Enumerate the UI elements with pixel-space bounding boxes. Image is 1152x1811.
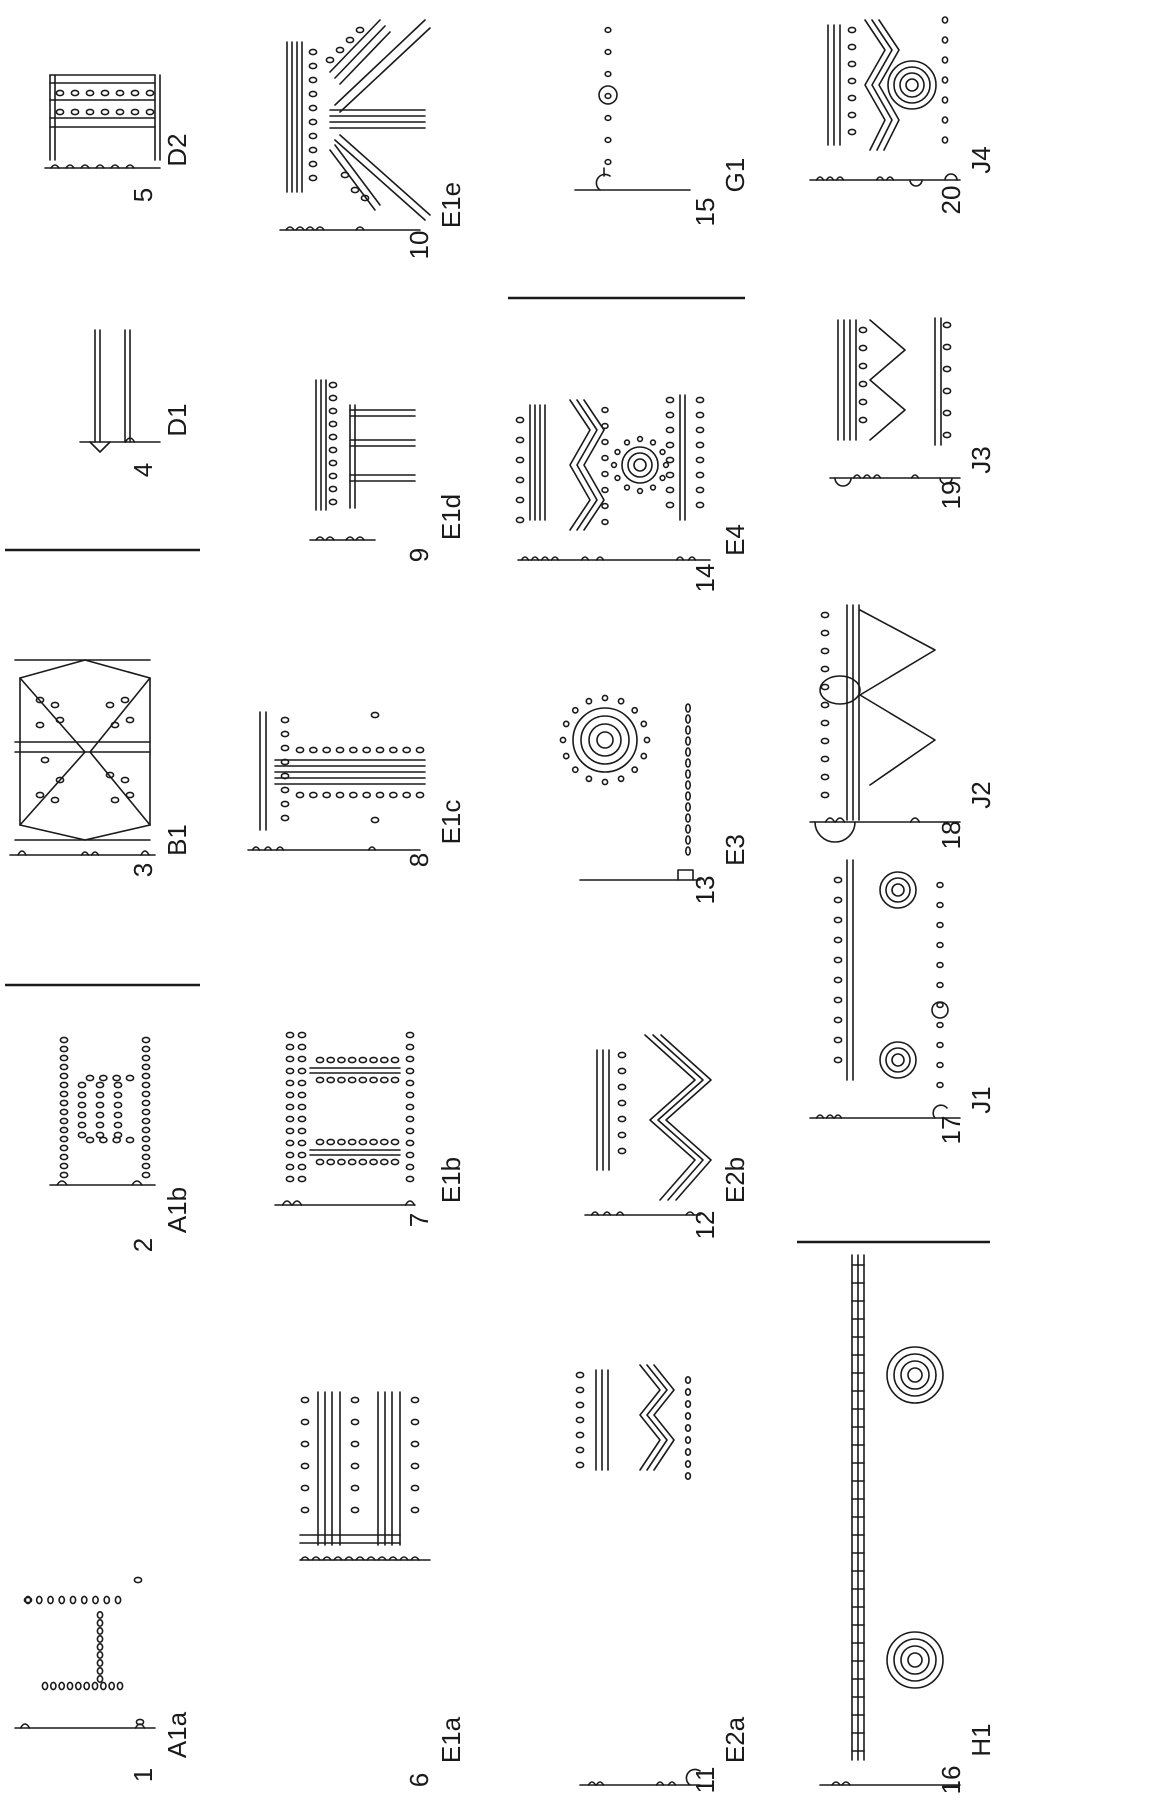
motif-e1e — [280, 20, 430, 230]
motif-e1a — [300, 1392, 430, 1560]
panel-number: 10 — [404, 231, 434, 260]
panel-code: B1 — [162, 824, 192, 856]
panel-code: E1a — [436, 1716, 466, 1763]
motif-e1b — [275, 1032, 415, 1205]
motif-e2a — [576, 1365, 700, 1785]
motif-b1 — [10, 660, 155, 855]
panel-number: 13 — [690, 876, 720, 905]
panel-number: 17 — [936, 1116, 966, 1145]
motif-g1 — [575, 28, 690, 190]
panel-code: J4 — [966, 146, 996, 173]
motif-j1 — [810, 860, 960, 1118]
panel-number: 6 — [404, 1773, 434, 1787]
separator-lines — [5, 298, 990, 1242]
panel-number: 4 — [128, 463, 158, 477]
panel-number: 19 — [936, 481, 966, 510]
panel-code: E1b — [436, 1157, 466, 1203]
panel-code: A1a — [162, 1711, 192, 1758]
panel-number: 5 — [128, 188, 158, 202]
panel-code: D2 — [162, 133, 192, 166]
panel-number: 9 — [404, 548, 434, 562]
panel-code: E2b — [720, 1157, 750, 1203]
panel-number: 12 — [690, 1211, 720, 1240]
panel-code: E3 — [720, 834, 750, 866]
panel-number: 11 — [690, 1767, 720, 1794]
panel-number: 18 — [936, 821, 966, 850]
panel-code: E2a — [720, 1716, 750, 1763]
panel-code: E4 — [720, 524, 750, 556]
motif-j3 — [830, 318, 960, 486]
panel-number: 15 — [690, 198, 720, 227]
panel-code: J3 — [966, 446, 996, 473]
panel-code: H1 — [966, 1723, 996, 1756]
motif-e1d — [310, 380, 415, 540]
motif-j2 — [810, 605, 960, 842]
panel-number: 16 — [936, 1766, 966, 1795]
motif-e4 — [516, 395, 710, 560]
panel-number: 3 — [128, 863, 158, 877]
panel-code: G1 — [720, 158, 750, 193]
motif-a1a — [15, 1577, 155, 1728]
panel-number: 20 — [936, 186, 966, 215]
motif-a1b — [50, 1037, 155, 1185]
motif-e3 — [560, 695, 700, 880]
panel-code: E1e — [436, 182, 466, 228]
panel-number: 14 — [690, 564, 720, 593]
panel-number: 1 — [128, 1768, 158, 1782]
panel-code: A1b — [162, 1187, 192, 1233]
panel-number: 7 — [404, 1213, 434, 1227]
panel-code: E1d — [436, 494, 466, 540]
panel-code: J1 — [966, 1086, 996, 1113]
motif-d2 — [45, 75, 160, 168]
motif-d1 — [80, 330, 160, 452]
motif-e2b — [585, 1035, 711, 1215]
motif-j4 — [810, 17, 960, 186]
motif-h1 — [820, 1255, 960, 1785]
panel-number: 2 — [128, 1238, 158, 1252]
panel-code: J2 — [966, 781, 996, 808]
panel-code: E1c — [436, 800, 466, 845]
panel-code: D1 — [162, 403, 192, 436]
motif-e1c — [248, 712, 425, 850]
panel-number: 8 — [404, 853, 434, 867]
